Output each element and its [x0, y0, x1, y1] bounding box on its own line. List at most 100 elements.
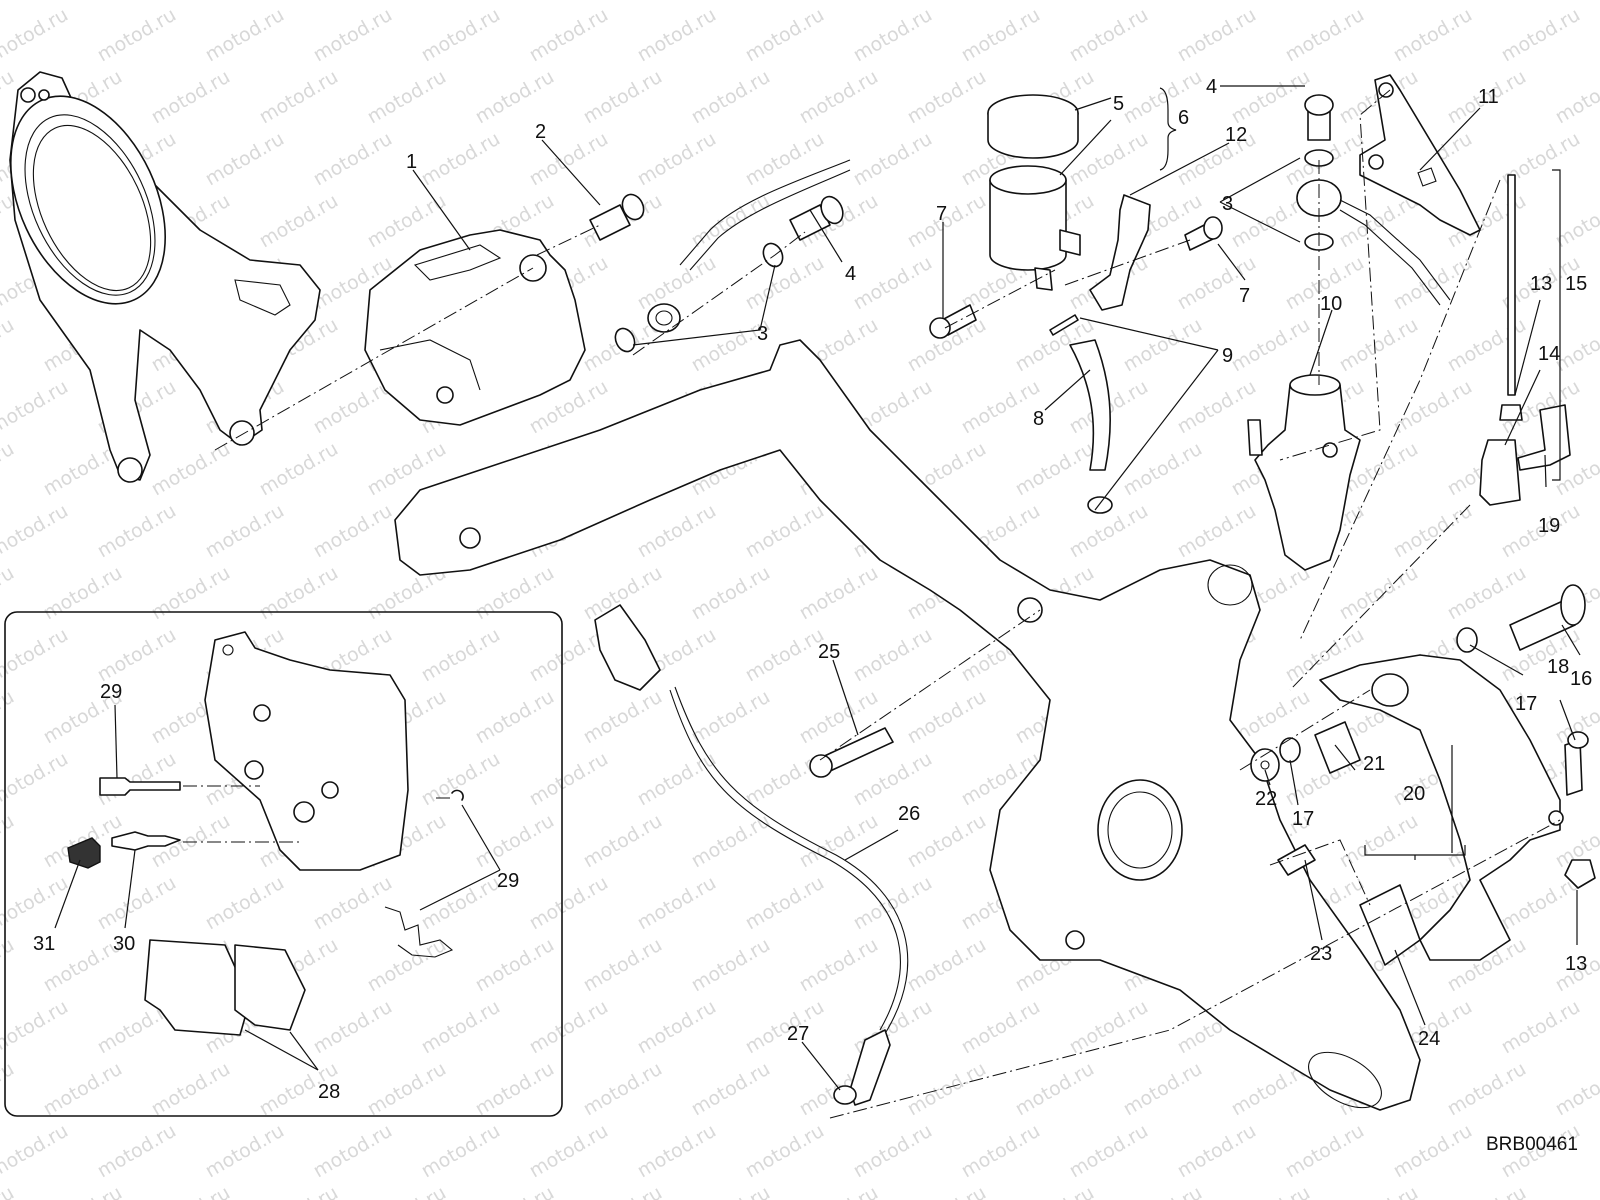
watermark-text: motod.ru — [310, 4, 396, 67]
leader-lines — [54, 85, 1581, 1091]
watermark-text: motod.ru — [472, 1182, 558, 1200]
callout-18: 18 — [1547, 656, 1569, 678]
callout-29-pin: 29 — [100, 681, 122, 703]
watermark-text: motod.ru — [148, 66, 234, 129]
watermark-text: motod.ru — [1498, 4, 1584, 67]
callout-4-master: 4 — [1206, 76, 1217, 98]
callout-21: 21 — [1363, 753, 1385, 775]
watermark-text: motod.ru — [418, 128, 504, 191]
watermark-text: motod.ru — [1066, 1120, 1152, 1183]
callout-5: 5 — [1113, 93, 1124, 115]
watermark-text: motod.ru — [0, 1120, 72, 1183]
push-rod-assembly — [1479, 174, 1571, 506]
watermark-text: motod.ru — [1444, 1058, 1530, 1121]
watermark-text: motod.ru — [688, 0, 774, 4]
watermark-text: motod.ru — [634, 128, 720, 191]
watermark-text: motod.ru — [904, 686, 990, 749]
watermark-text: motod.ru — [1336, 1182, 1422, 1200]
watermark-text: motod.ru — [742, 500, 828, 563]
watermark-text: motod.ru — [0, 0, 18, 4]
watermark-text: motod.ru — [1552, 1058, 1600, 1121]
watermark-text: motod.ru — [1444, 1182, 1530, 1200]
watermark-text: motod.ru — [418, 1120, 504, 1183]
callout-16: 16 — [1570, 668, 1592, 690]
watermark-text: motod.ru — [1336, 810, 1422, 873]
watermark-text: motod.ru — [0, 438, 18, 501]
callout-11: 11 — [1478, 86, 1499, 108]
watermark-text: motod.ru — [742, 4, 828, 67]
callout-2: 2 — [535, 121, 546, 143]
watermark-text: motod.ru — [634, 996, 720, 1059]
pedal-small-parts — [1250, 627, 1596, 966]
watermark-text: motod.ru — [634, 4, 720, 67]
watermark-text: motod.ru — [94, 500, 180, 563]
rear-master-cylinder — [1247, 374, 1361, 571]
watermark-text: motod.ru — [1390, 1120, 1476, 1183]
callout-7-bracket: 7 — [1239, 285, 1250, 307]
watermark-text: motod.ru — [904, 0, 990, 4]
callout-24: 24 — [1418, 1028, 1440, 1050]
watermark-text: motod.ru — [688, 934, 774, 997]
watermark-text: motod.ru — [148, 1182, 234, 1200]
watermark-text: motod.ru — [742, 128, 828, 191]
watermark-text: motod.ru — [202, 128, 288, 191]
abs-speed-sensor — [594, 604, 909, 1106]
callout-28: 28 — [318, 1081, 340, 1103]
callout-1: 1 — [406, 151, 417, 173]
caliper-screw — [589, 193, 645, 241]
watermark-text: motod.ru — [1390, 376, 1476, 439]
callout-31: 31 — [33, 933, 55, 955]
watermark-text: motod.ru — [1390, 500, 1476, 563]
watermark-text: motod.ru — [1012, 1182, 1098, 1200]
watermark-text: motod.ru — [310, 128, 396, 191]
watermark-text: motod.ru — [1228, 314, 1314, 377]
watermark-text: motod.ru — [418, 748, 504, 811]
watermark-text: motod.ru — [1174, 4, 1260, 67]
watermark-text: motod.ru — [364, 1058, 450, 1121]
footpeg-bracket — [394, 339, 1421, 1111]
watermark-text: motod.ru — [580, 0, 666, 4]
watermark-text: motod.ru — [364, 1182, 450, 1200]
watermark-text: motod.ru — [1552, 190, 1600, 253]
callout-17-pedal: 17 — [1515, 693, 1537, 715]
watermark-text: motod.ru — [850, 748, 936, 811]
callout-13-pushrod: 13 — [1530, 273, 1552, 295]
watermark-text: motod.ru — [742, 996, 828, 1059]
reservoir-screws — [929, 216, 1223, 339]
watermark-text: motod.ru — [256, 0, 342, 4]
reservoir-hose — [1049, 314, 1113, 514]
callout-4-caliper: 4 — [845, 263, 856, 285]
watermark-text: motod.ru — [94, 1120, 180, 1183]
callout-10: 10 — [1320, 293, 1342, 315]
watermark-text: motod.ru — [0, 1058, 18, 1121]
watermark-text: motod.ru — [688, 810, 774, 873]
watermark-text: motod.ru — [1444, 562, 1530, 625]
watermark-text: motod.ru — [1444, 0, 1530, 4]
watermark-text: motod.ru — [904, 1182, 990, 1200]
watermark-text: motod.ru — [1282, 4, 1368, 67]
assembly-axis-lines — [214, 89, 1561, 1119]
watermark-text: motod.ru — [526, 1120, 612, 1183]
watermark-text: motod.ru — [256, 190, 342, 253]
reference-code: BRB00461 — [1486, 1134, 1578, 1155]
watermark-text: motod.ru — [0, 996, 72, 1059]
watermark-text: motod.ru — [148, 0, 234, 4]
callout-26: 26 — [898, 803, 920, 825]
watermark-text: motod.ru — [472, 934, 558, 997]
watermark-text: motod.ru — [310, 500, 396, 563]
caliper-detail-inset — [4, 611, 563, 1117]
watermark-text: motod.ru — [364, 934, 450, 997]
watermark-text: motod.ru — [364, 0, 450, 4]
watermark-text: motod.ru — [0, 810, 18, 873]
callout-6: 6 — [1178, 107, 1189, 129]
watermark-text: motod.ru — [418, 4, 504, 67]
watermark-text: motod.ru — [850, 4, 936, 67]
watermark-text: motod.ru — [94, 624, 180, 687]
watermark-text: motod.ru — [1066, 996, 1152, 1059]
watermark-text: motod.ru — [688, 190, 774, 253]
watermark-text: motod.ru — [958, 1120, 1044, 1183]
watermark-text: motod.ru — [1012, 1058, 1098, 1121]
watermark-text: motod.ru — [256, 66, 342, 129]
watermark-text: motod.ru — [148, 562, 234, 625]
watermark-text: motod.ru — [526, 872, 612, 935]
